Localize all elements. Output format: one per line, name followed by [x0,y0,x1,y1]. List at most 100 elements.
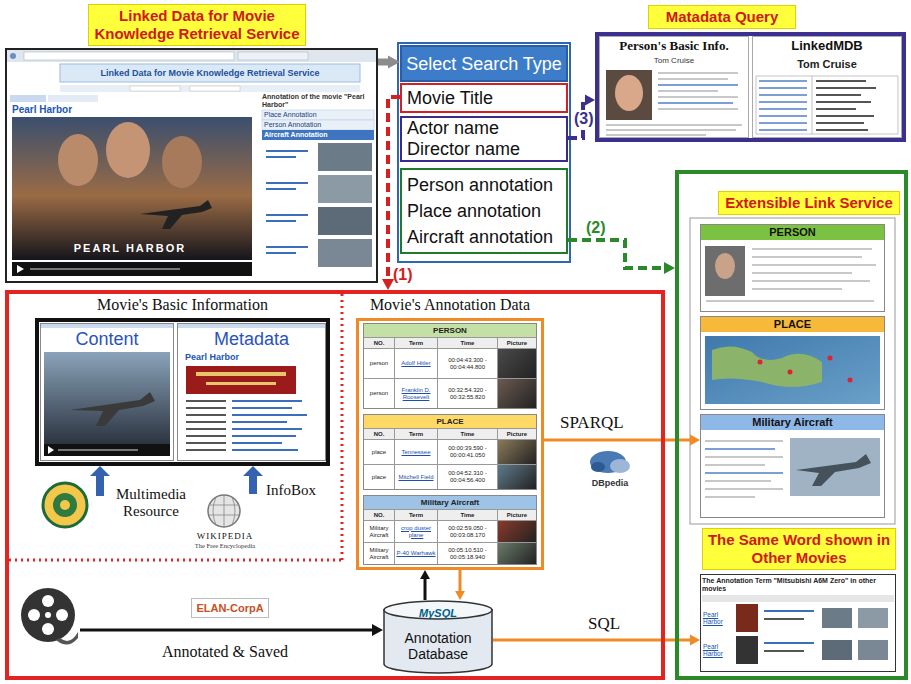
metadata-screenshot-art [658,90,718,92]
picture-thumb [498,465,536,489]
source-icons [208,495,240,527]
link-service-art [788,370,793,375]
section-heading: Extensible Link Service [718,191,900,215]
info-panel: Person's Basic Info.Tom Cruise [599,36,749,138]
term-link: crop duster plane [395,521,437,542]
browser-screenshot-art [266,214,308,216]
metadata-screenshot-art [658,72,738,74]
link-service-art [752,272,852,274]
column-header: Time [438,429,497,439]
source-icons [56,632,78,645]
arrow-head [585,95,595,106]
source-icons [21,588,75,642]
movie-name: Pearl Harbor [185,352,285,363]
browser-screenshot-art [266,182,308,184]
source-icons [45,612,51,618]
banner-text: Linked Data for Movie Knowledge Retrieva… [62,67,358,79]
basic-info-art [9,294,342,560]
metadata-screenshot-art [658,102,733,104]
table-title: PERSON [364,324,536,337]
metadata-screenshot-art [759,108,807,110]
metadata-screenshot-art [615,75,643,111]
arrow-head [455,591,465,600]
search-type-header: Select Search Type [400,45,568,82]
column-header: NO. [364,338,394,348]
basic-info-art [44,444,170,456]
basic-info-art [232,400,302,402]
source-icons [209,495,239,527]
movie-region: Multimedia ResourceInfoBoxAnnotated & Sa… [5,290,665,680]
panel-title: Military Aircraft [701,415,884,430]
link-service-art [705,472,783,474]
arrow-head [664,262,675,274]
panel-title: PERSON [701,225,884,240]
basic-info-frame: Movie's Basic InformationContentMetadata… [35,318,330,466]
source-label: InfoBox [266,482,326,499]
panel-title: Person's Basic Info. [600,38,748,53]
picture-thumb [498,440,536,464]
info-panel: LinkedMDBTom Cruise [752,36,902,138]
term-link: Tennessee [395,440,437,464]
node-text: Movie Title [407,87,493,109]
metadata-panel: Matadata QueryPerson's Basic Info.Tom Cr… [595,32,906,142]
browser-screenshot-art [60,85,360,92]
metadata-screenshot-art [756,76,898,134]
metadata-screenshot-art [658,78,728,80]
arrow-head [382,279,394,290]
metadata-screenshot-art [759,129,807,131]
table-title: PLACE [364,415,536,428]
poster-title: PEARL HARBOR [30,242,230,255]
browser-screenshot-art [318,239,372,267]
table-cell: Military Aircraft [364,521,394,542]
arrow-head [690,635,700,646]
browser-screenshot-art [162,136,202,188]
title-label: Linked Data for Movie Knowledge Retrieva… [88,4,306,46]
panel-title: LinkedMDB [753,38,901,53]
time-cell: 00:02:59.050 - 00:03:08.170 [438,521,497,542]
source-icons [56,609,68,621]
dashed-arrow [382,97,400,290]
picture-thumb [498,521,536,542]
source-icons [42,595,54,607]
link-service-art [705,246,745,296]
table-cell: place [364,465,394,489]
browser-screenshot-art [24,52,234,60]
metadata-screenshot-art [606,129,736,131]
link-service-art [848,378,853,383]
link-service-region: Extensible Link ServicePERSON PLACE Milita… [675,170,908,680]
browser-screenshot-art [262,110,374,120]
panel-title: Metadata [178,329,325,350]
link-service-art [764,618,804,620]
picture-thumb [498,379,536,408]
node-text: Place annotation [407,198,541,224]
basic-info-art [232,407,292,409]
metadata-screenshot-art [816,94,861,96]
source-icons [90,466,110,496]
section-heading: Movie's Basic Information [35,295,330,314]
picture-thumb [498,543,536,564]
metadata-screenshot-art [599,36,902,138]
section-heading: Movie's Annotation Data [356,295,544,314]
panel-title: PLACE [701,317,884,332]
menu-item: Aircraft Annotation [264,131,372,139]
browser-screenshot-art [7,50,376,62]
metadata-screenshot-art [759,94,807,96]
browser-screenshot-art [266,252,296,254]
node-text: ELAN-CorpA [196,602,263,615]
panel-title: The Annotation Term "Mitsubishi A6M Zero… [702,577,894,593]
link-service-art [764,642,814,644]
column-header: Time [438,338,497,348]
metadata-screenshot-art [759,122,807,124]
term-link: P-40 Warhawk [395,543,437,564]
browser-screenshot-art [262,130,374,140]
metadata-screenshot-art [759,115,807,117]
dashed-arrow [388,97,400,281]
basic-info-art [58,449,138,451]
time-cell: 00:32:54.320 - 00:32:55.820 [438,379,497,408]
link-service-art [858,640,888,660]
basic-info-art [232,428,302,430]
dashed-arrow [568,240,666,268]
panel-title: Annotation of the movie "Pearl Harbor" [262,93,376,109]
basic-info-art [186,414,226,416]
source-label: Multimedia Resource [112,486,190,520]
